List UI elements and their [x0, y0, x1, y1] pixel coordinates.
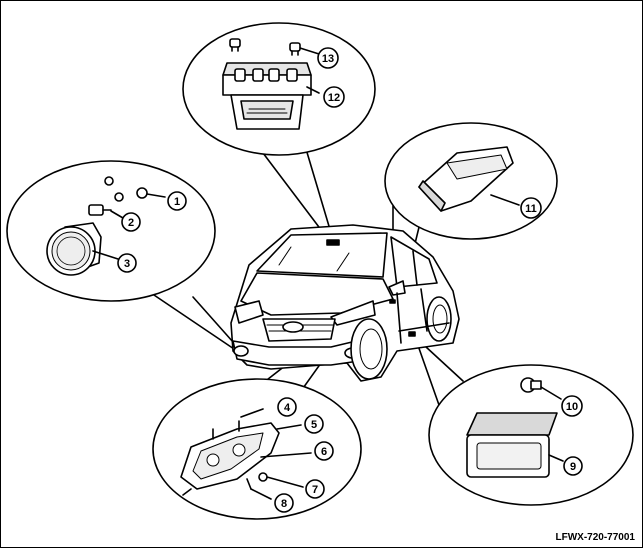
figure-code: LFWX-720-77001 — [556, 532, 636, 543]
callout-label-7: 7 — [312, 484, 318, 496]
vehicle-illustration — [230, 224, 460, 382]
callout-label-4: 4 — [284, 402, 291, 414]
map-lamp-icon — [222, 62, 312, 130]
callout-leader — [490, 194, 520, 206]
callout-12: 12 — [323, 86, 345, 108]
callout-label-5: 5 — [311, 419, 317, 431]
bulb-icon — [520, 377, 542, 393]
side-turn-lamp-icon — [418, 146, 514, 212]
callout-leader — [306, 86, 320, 94]
callout-label-9: 9 — [570, 461, 576, 473]
callout-3: 3 — [117, 253, 137, 273]
leader-fog-1 — [150, 292, 238, 352]
callout-6: 6 — [314, 441, 334, 461]
car-headlamp-left — [234, 300, 264, 324]
bulb-icon — [258, 472, 268, 482]
roof-lamp-bubble — [182, 22, 376, 156]
bulb-icon — [229, 38, 241, 52]
step-lamp-icon — [466, 412, 558, 478]
callout-label-11: 11 — [525, 203, 537, 215]
callout-11: 11 — [520, 197, 542, 219]
fog-lamp-icon — [46, 222, 102, 276]
fog-bulb-icon — [88, 204, 112, 216]
bolt-icon — [182, 488, 192, 496]
callout-leader — [540, 386, 562, 400]
bolt-icon — [246, 478, 252, 490]
step-lamp-bubble — [428, 364, 634, 506]
callout-leader — [299, 47, 320, 55]
callout-leader — [92, 250, 119, 260]
car-fog-left — [233, 345, 249, 357]
callout-2: 2 — [121, 212, 141, 232]
callout-7: 7 — [305, 479, 325, 499]
callout-label-10: 10 — [566, 401, 578, 413]
callout-leader — [260, 452, 312, 458]
callouts: 1 2 3 4 5 6 7 8 — [117, 47, 583, 513]
fog-lamp-bubble — [6, 160, 216, 302]
callout-leader — [276, 424, 302, 430]
callout-leader — [240, 408, 264, 418]
nut-icon — [136, 187, 148, 199]
callout-leader — [266, 476, 304, 488]
nut-icon — [104, 176, 114, 186]
callout-leader — [146, 193, 166, 198]
callout-8: 8 — [274, 493, 294, 513]
bulb-icon — [289, 42, 301, 56]
callout-4: 4 — [277, 397, 297, 417]
callout-label-3: 3 — [124, 258, 130, 270]
callout-13: 13 — [317, 47, 339, 69]
nut-icon — [114, 192, 124, 202]
callout-label-8: 8 — [281, 498, 287, 510]
callout-label-6: 6 — [321, 446, 327, 458]
callout-1: 1 — [167, 191, 187, 211]
callout-label-12: 12 — [328, 92, 340, 104]
headlamp-icon — [180, 422, 280, 490]
callout-5: 5 — [304, 414, 324, 434]
callout-leader — [250, 488, 272, 500]
callout-label-2: 2 — [128, 217, 134, 229]
side-lamp-bubble — [384, 122, 558, 240]
callout-leader — [548, 454, 564, 462]
callout-label-1: 1 — [174, 196, 180, 208]
callout-leader — [110, 210, 124, 219]
callout-label-13: 13 — [322, 53, 334, 65]
callout-10: 10 — [561, 395, 583, 417]
callout-9: 9 — [563, 456, 583, 476]
